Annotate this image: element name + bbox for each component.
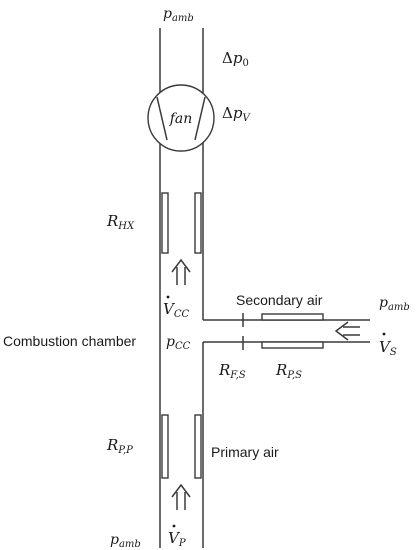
resistance-ps-top [261,313,324,321]
resistance-hx-right [194,192,202,254]
resistance-hx-left [161,192,169,254]
label-primary-air: Primary air [211,444,279,460]
flow-arrow-primary-icon [171,483,191,510]
flow-arrow-cc-icon [171,258,191,285]
svg-text:VP: VP [168,529,186,549]
svg-text:VCC: VCC [163,300,189,320]
label-v-p: VP [168,524,186,549]
label-secondary-air: Secondary air [236,292,323,308]
flow-arrow-secondary-icon [334,321,360,341]
label-delta-p0: Δp0 [222,49,249,69]
label-p-amb-bottom: pamb [110,532,141,550]
label-r-hx: RHX [106,212,135,232]
label-delta-pv: ΔpV [222,104,251,124]
label-v-s: VS [379,332,397,358]
svg-text:VS: VS [379,338,397,358]
label-fan: fan [169,111,193,127]
label-combustion-chamber: Combustion chamber [3,333,136,349]
fan-circle [147,84,215,152]
fan-blade-left [156,96,168,141]
fan-blade-right [194,96,206,141]
label-r-ps: RP,S [275,361,302,381]
resistance-pp-left [161,414,169,479]
label-r-fs: RF,S [218,361,246,381]
label-r-pp: RP,P [106,436,133,456]
label-p-amb-right: pamb [379,295,410,313]
label-p-amb-top: pamb [163,6,194,24]
label-v-cc: VCC [163,295,189,320]
resistance-ps-bottom [261,341,324,349]
resistance-pp-right [194,414,202,479]
label-p-cc: pCC [166,334,191,352]
fan-symbol [147,84,215,152]
